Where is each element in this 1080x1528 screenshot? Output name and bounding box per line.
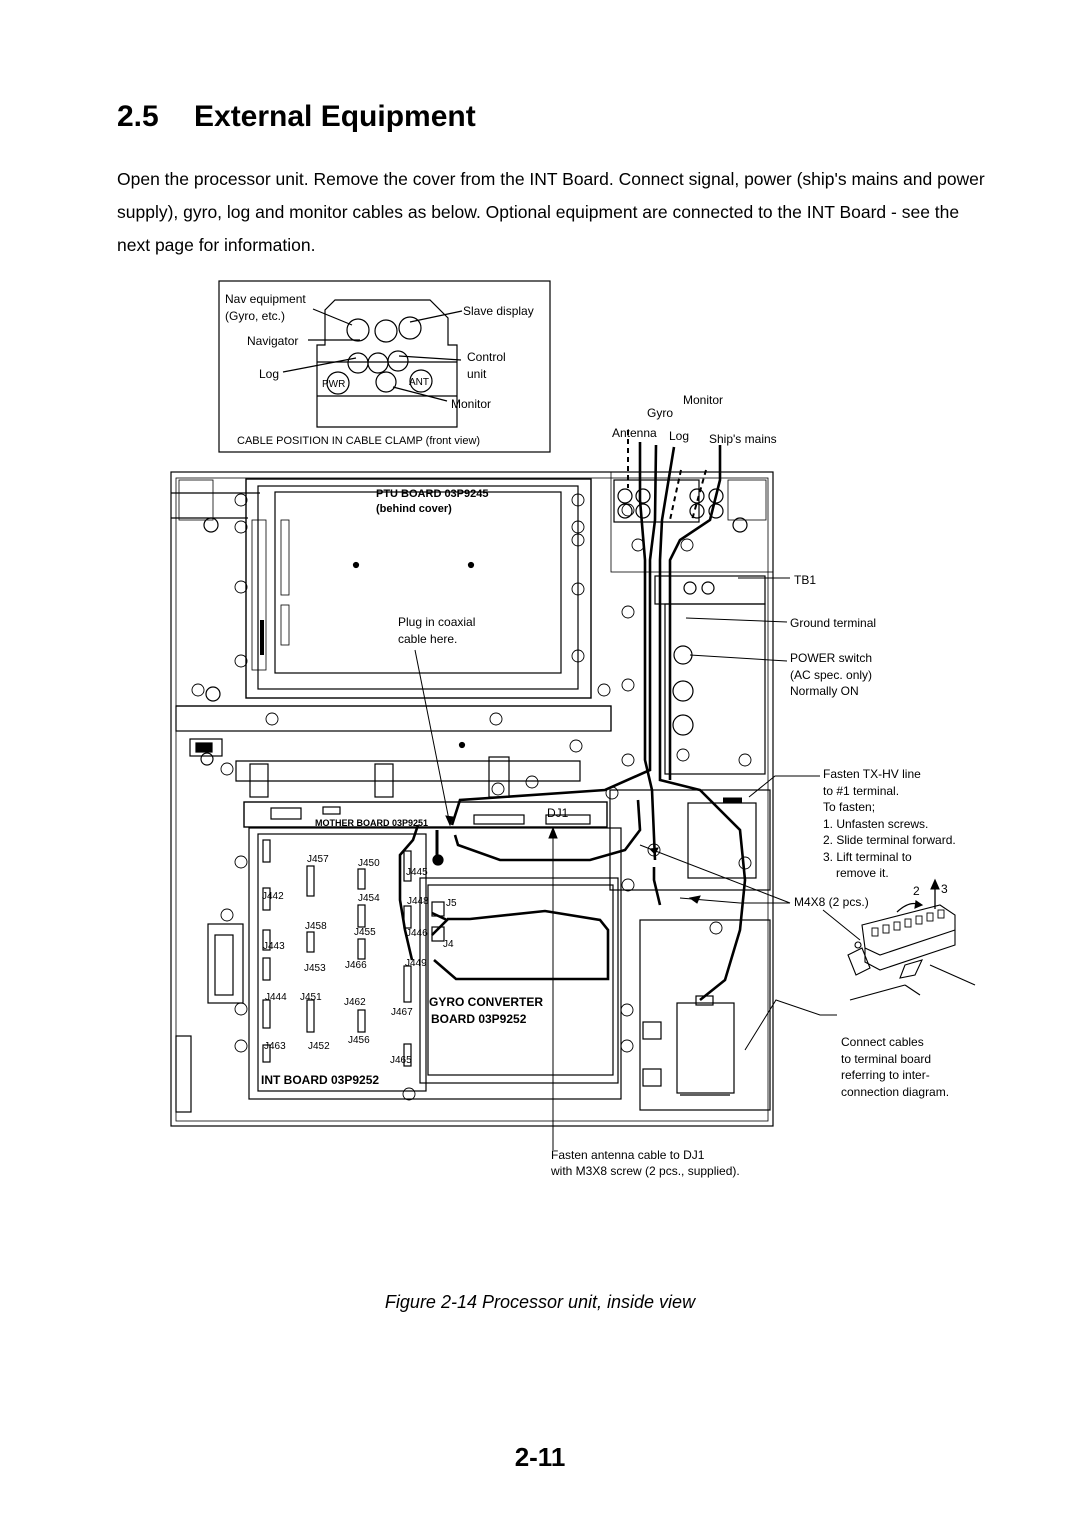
callout-fasten1: Fasten TX-HV line <box>823 767 921 781</box>
processor-chassis <box>170 471 774 1127</box>
connector-j457: J457 <box>307 854 329 865</box>
connector-j442: J442 <box>262 891 284 902</box>
callout-fasten2: to #1 terminal. <box>823 784 899 798</box>
connector-j446: J446 <box>406 928 428 939</box>
inset-caption: CABLE POSITION IN CABLE CLAMP (front vie… <box>237 435 480 447</box>
connector-j445: J445 <box>406 867 428 878</box>
connector-j458: J458 <box>305 921 327 932</box>
connector-j451: J451 <box>300 992 322 1003</box>
label-navigator: Navigator <box>247 334 298 348</box>
callout-tb1: TB1 <box>794 573 816 587</box>
connector-j444: J444 <box>265 992 287 1003</box>
connector-j443: J443 <box>263 941 285 952</box>
label-cable-gyro: Gyro <box>647 406 673 420</box>
label-inset-monitor: Monitor <box>451 397 491 411</box>
connector-j456: J456 <box>348 1035 370 1046</box>
label-control: Control <box>467 350 506 364</box>
cable-clamp-inset <box>218 280 551 453</box>
label-log: Log <box>259 367 279 381</box>
int-board-label: INT BOARD 03P9252 <box>261 1073 379 1087</box>
processor-unit-diagram: Nav equipment (Gyro, etc.) Navigator Log… <box>170 280 976 1178</box>
connector-j465: J465 <box>390 1055 412 1066</box>
label-cable-ships-mains: Ship's mains <box>709 432 777 446</box>
label-nav-equipment: Nav equipment <box>225 292 306 306</box>
label-cable-log: Log <box>669 429 689 443</box>
label-cable-antenna: Antenna <box>612 426 657 440</box>
callout-fasten7: remove it. <box>836 866 889 880</box>
callout-plug1: Plug in coaxial <box>398 615 475 629</box>
terminal-board-detail <box>847 878 976 1001</box>
callout-power-switch: POWER switch <box>790 651 872 665</box>
section-number: 2.5 <box>117 100 159 133</box>
callout-fasten6: 3. Lift terminal to <box>823 850 912 864</box>
connector-j453: J453 <box>304 963 326 974</box>
connector-j466: J466 <box>345 960 367 971</box>
connector-j462: J462 <box>344 997 366 1008</box>
page-number: 2-11 <box>514 1442 566 1472</box>
callout-connect1: Connect cables <box>841 1035 924 1049</box>
connector-j455: J455 <box>354 927 376 938</box>
callout-fasten3: To fasten; <box>823 800 875 814</box>
connector-j449: J449 <box>405 958 427 969</box>
callout-connect4: connection diagram. <box>841 1085 949 1099</box>
label-ant: ANT <box>409 377 429 388</box>
step-3: 3 <box>941 882 948 896</box>
gyro-converter-board-number: BOARD 03P9252 <box>431 1012 527 1026</box>
connector-j5: J5 <box>446 898 457 909</box>
callout-ground-terminal: Ground terminal <box>790 616 876 630</box>
connector-j4: J4 <box>443 939 454 950</box>
connector-j450: J450 <box>358 858 380 869</box>
callout-fasten5: 2. Slide terminal forward. <box>823 833 956 847</box>
label-slave-display: Slave display <box>463 304 534 318</box>
section-title: External Equipment <box>194 100 476 133</box>
callout-m4x8: M4X8 (2 pcs.) <box>794 895 869 909</box>
step-2: 2 <box>913 884 920 898</box>
section-heading: 2.5 External Equipment <box>117 100 476 134</box>
connector-j452: J452 <box>308 1041 330 1052</box>
callout-power-ac: (AC spec. only) <box>790 668 872 682</box>
connector-j463: J463 <box>264 1041 286 1052</box>
label-cable-monitor: Monitor <box>683 393 723 407</box>
cable-bundle <box>398 442 747 1002</box>
connector-j467: J467 <box>391 1007 413 1018</box>
callout-antenna1: Fasten antenna cable to DJ1 <box>551 1148 705 1162</box>
callout-connect2: to terminal board <box>841 1052 931 1066</box>
callout-connect3: referring to inter- <box>841 1068 930 1082</box>
label-gyro-etc: (Gyro, etc.) <box>225 309 285 323</box>
callout-power-normally: Normally ON <box>790 684 859 698</box>
dj1-label: DJ1 <box>547 806 569 820</box>
label-pwr: PWR <box>322 379 345 390</box>
gyro-converter-label: GYRO CONVERTER <box>429 995 543 1009</box>
connector-j454: J454 <box>358 893 380 904</box>
figure-caption: Figure 2-14 Processor unit, inside view <box>384 1292 696 1312</box>
callout-antenna2: with M3X8 screw (2 pcs., supplied). <box>550 1164 740 1178</box>
callout-fasten4: 1. Unfasten screws. <box>823 817 928 831</box>
intro-paragraph: Open the processor unit. Remove the cove… <box>117 169 985 255</box>
label-unit: unit <box>467 367 487 381</box>
connector-j448: J448 <box>407 896 429 907</box>
callout-plug2: cable here. <box>398 632 457 646</box>
ptu-board-label: PTU BOARD 03P9245 <box>376 488 489 500</box>
ptu-behind-cover: (behind cover) <box>376 503 452 515</box>
mother-board-label: MOTHER BOARD 03P9251 <box>315 818 428 828</box>
